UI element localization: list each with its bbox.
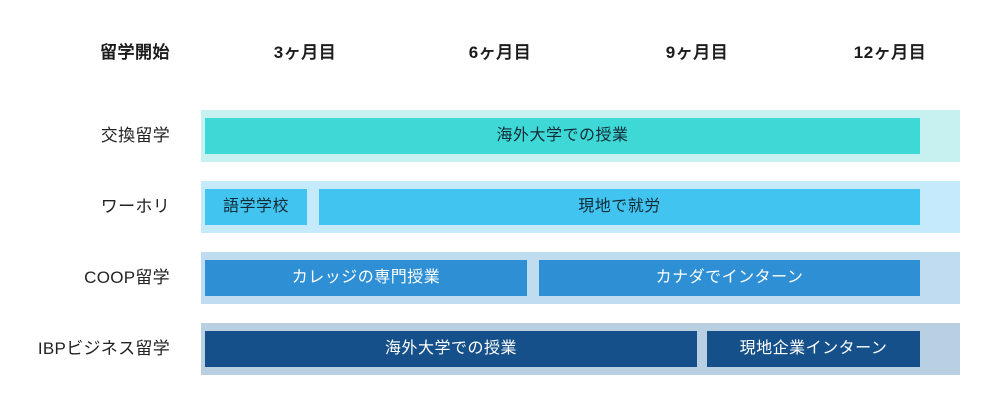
timeline-segment[interactable]: カレッジの専門授業: [205, 260, 527, 296]
axis-tick-label: 3ヶ月目: [273, 43, 337, 62]
timeline-row-working-holiday: ワーホリ 語学学校 現地で就労: [0, 181, 1000, 233]
timeline-segment-label: 海外大学での授業: [384, 340, 517, 357]
timeline-segment-label: 海外大学での授業: [496, 127, 629, 144]
timeline-track: 海外大学での授業: [201, 110, 960, 162]
axis-tick-label: 留学開始: [100, 43, 170, 62]
timeline-segment[interactable]: カナダでインターン: [539, 260, 920, 296]
timeline-segment-label: 現地企業インターン: [739, 340, 888, 357]
timeline-track: 語学学校 現地で就労: [201, 181, 960, 233]
timeline-row-exchange: 交換留学 海外大学での授業: [0, 110, 1000, 162]
row-label: IBPビジネス留学: [37, 339, 170, 358]
row-label: ワーホリ: [100, 197, 170, 216]
timeline-segment[interactable]: 現地企業インターン: [707, 331, 920, 367]
timeline-segment[interactable]: 海外大学での授業: [205, 118, 920, 154]
axis-tick-2: 6ヶ月目: [469, 36, 531, 70]
axis-tick-label: 6ヶ月目: [468, 43, 532, 62]
axis-tick-0: 留学開始: [100, 36, 170, 70]
timeline-segment-label: 語学学校: [222, 198, 289, 215]
timeline-segment-label: カレッジの専門授業: [291, 269, 441, 286]
timeline-segment[interactable]: 現地で就労: [319, 189, 920, 225]
axis-tick-3: 9ヶ月目: [666, 36, 728, 70]
timeline-axis-header: 留学開始 3ヶ月目 6ヶ月目 9ヶ月目 12ヶ月目: [0, 36, 1000, 70]
timeline-row-coop: COOP留学 カレッジの専門授業 カナダでインターン: [0, 252, 1000, 304]
timeline-segment[interactable]: 海外大学での授業: [205, 331, 697, 367]
axis-tick-label: 9ヶ月目: [665, 43, 729, 62]
timeline-track: カレッジの専門授業 カナダでインターン: [201, 252, 960, 304]
axis-tick-4: 12ヶ月目: [854, 36, 926, 70]
axis-tick-1: 3ヶ月目: [274, 36, 336, 70]
timeline-segment-label: カナダでインターン: [655, 269, 804, 286]
timeline-segment[interactable]: 語学学校: [205, 189, 307, 225]
timeline-row-ibp-business: IBPビジネス留学 海外大学での授業 現地企業インターン: [0, 323, 1000, 375]
row-label: 交換留学: [100, 126, 170, 145]
timeline-track: 海外大学での授業 現地企業インターン: [201, 323, 960, 375]
timeline-segment-label: 現地で就労: [578, 198, 661, 215]
axis-tick-label: 12ヶ月目: [853, 43, 927, 62]
row-label: COOP留学: [84, 268, 170, 287]
